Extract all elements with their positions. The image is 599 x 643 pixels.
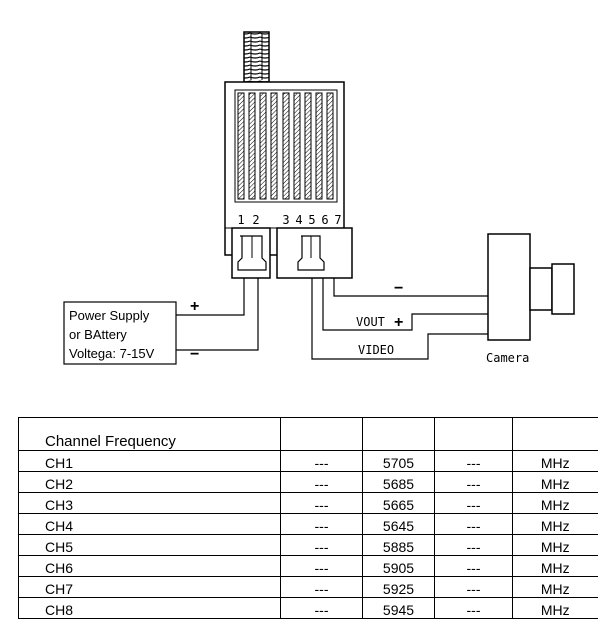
frequency-value: 5665: [362, 492, 435, 514]
video-label: VIDEO: [358, 343, 394, 357]
table-header-title: Channel Frequency: [18, 417, 281, 451]
pin-label-3: 3: [282, 213, 289, 227]
placeholder-a: ---: [280, 555, 363, 577]
camera-minus-sign: −: [394, 280, 403, 297]
signal-wires: [311, 278, 488, 360]
table-header-cell: [434, 417, 513, 451]
channel-frequency-table: Channel Frequency CH1 --- 5705 --- MHz C…: [18, 417, 598, 619]
signal-connector: [276, 227, 353, 279]
power-supply-box: Power Supply or BAttery Voltega: 7-15V: [63, 301, 177, 365]
frequency-value: 5885: [362, 534, 435, 556]
camera: [487, 233, 575, 341]
frequency-unit: MHz: [512, 534, 598, 556]
power-plus-sign: +: [190, 298, 199, 315]
table-row: CH7 --- 5925 --- MHz: [18, 576, 598, 598]
placeholder-b: ---: [434, 534, 513, 556]
vout-plus-sign: +: [394, 314, 403, 331]
placeholder-a: ---: [280, 492, 363, 514]
channel-name: CH4: [18, 513, 281, 535]
frequency-value: 5705: [362, 450, 435, 472]
placeholder-a: ---: [280, 576, 363, 598]
channel-name: CH7: [18, 576, 281, 598]
placeholder-a: ---: [280, 534, 363, 556]
table-header-cell: [362, 417, 435, 451]
power-wires: [176, 278, 259, 351]
frequency-unit: MHz: [512, 471, 598, 493]
pin-labels: 1 2 3 4 5 6 7: [237, 213, 341, 227]
channel-name: CH8: [18, 597, 281, 619]
placeholder-a: ---: [280, 513, 363, 535]
table-header-cell: [280, 417, 363, 451]
power-supply-line2: or BAttery: [69, 327, 127, 342]
table-row: CH6 --- 5905 --- MHz: [18, 555, 598, 577]
pin-label-6: 6: [321, 213, 328, 227]
placeholder-a: ---: [280, 471, 363, 493]
pin-label-5: 5: [308, 213, 315, 227]
channel-name: CH3: [18, 492, 281, 514]
frequency-value: 5645: [362, 513, 435, 535]
frequency-value: 5905: [362, 555, 435, 577]
pin-label-2: 2: [252, 213, 259, 227]
antenna-connector: [243, 31, 270, 83]
placeholder-b: ---: [434, 513, 513, 535]
frequency-unit: MHz: [512, 555, 598, 577]
wiring-diagram: 1 2 3 4 5 6 7 Power Supply or BAttery Vo…: [63, 31, 575, 365]
frequency-unit: MHz: [512, 492, 598, 514]
table-row: CH2 --- 5685 --- MHz: [18, 471, 598, 493]
frequency-value: 5945: [362, 597, 435, 619]
heatsink-fins: [237, 92, 334, 200]
placeholder-a: ---: [280, 597, 363, 619]
frequency-value: 5925: [362, 576, 435, 598]
table-row: CH3 --- 5665 --- MHz: [18, 492, 598, 514]
table-row: CH8 --- 5945 --- MHz: [18, 597, 598, 619]
placeholder-b: ---: [434, 492, 513, 514]
pin-label-7: 7: [334, 213, 341, 227]
power-connector: [231, 227, 271, 279]
pin-label-4: 4: [295, 213, 302, 227]
camera-label: Camera: [486, 351, 529, 365]
power-supply-line1: Power Supply: [69, 308, 150, 323]
frequency-unit: MHz: [512, 513, 598, 535]
placeholder-b: ---: [434, 555, 513, 577]
channel-name: CH2: [18, 471, 281, 493]
frequency-unit: MHz: [512, 450, 598, 472]
frequency-unit: MHz: [512, 597, 598, 619]
placeholder-a: ---: [280, 450, 363, 472]
placeholder-b: ---: [434, 576, 513, 598]
pin-label-1: 1: [237, 213, 244, 227]
table-header-cell: [512, 417, 598, 451]
placeholder-b: ---: [434, 471, 513, 493]
vout-label: VOUT: [356, 315, 385, 329]
placeholder-b: ---: [434, 450, 513, 472]
placeholder-b: ---: [434, 597, 513, 619]
channel-name: CH5: [18, 534, 281, 556]
table-row: CH5 --- 5885 --- MHz: [18, 534, 598, 556]
channel-name: CH1: [18, 450, 281, 472]
frequency-unit: MHz: [512, 576, 598, 598]
table-row: CH1 --- 5705 --- MHz: [18, 450, 598, 472]
table-header-row: Channel Frequency: [18, 417, 598, 451]
table-row: CH4 --- 5645 --- MHz: [18, 513, 598, 535]
power-supply-line3: Voltega: 7-15V: [69, 346, 155, 361]
power-minus-sign: −: [190, 346, 199, 363]
frequency-value: 5685: [362, 471, 435, 493]
channel-name: CH6: [18, 555, 281, 577]
transmitter-module: [224, 81, 345, 256]
